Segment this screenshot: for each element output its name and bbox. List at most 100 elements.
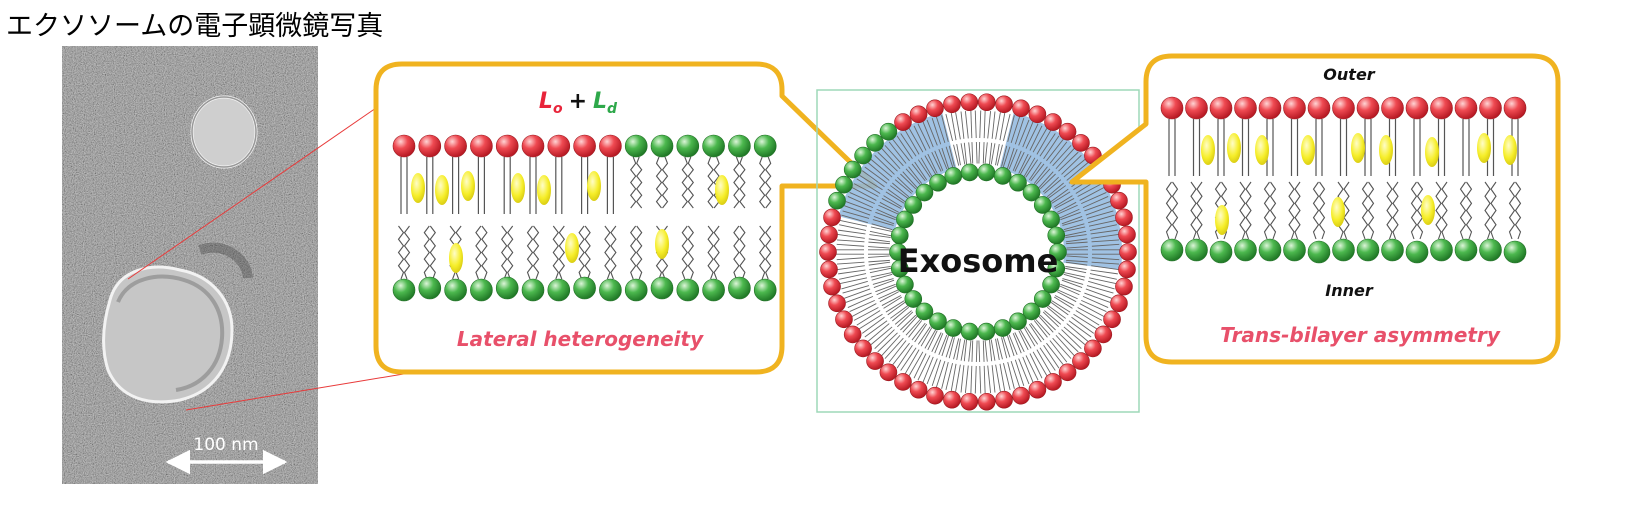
lipid-tail [913, 125, 927, 151]
green-lipid-head [1405, 240, 1429, 264]
red-lipid-head [1012, 386, 1030, 405]
green-lipid-head [828, 191, 846, 210]
lipid-tail [733, 225, 740, 280]
lateral-caption: Lateral heterogeneity [457, 327, 704, 351]
cholesterol [511, 173, 525, 203]
lipid-tail [950, 363, 957, 392]
lipid-tail [558, 225, 565, 280]
lipid-tail [917, 159, 931, 178]
cholesterol [1503, 135, 1517, 165]
lipid-tail [1057, 204, 1078, 215]
green-lipid-head [650, 134, 674, 158]
lipid-tail [1065, 266, 1087, 270]
lipid-tail [868, 241, 890, 245]
lipid-tail [911, 322, 926, 341]
red-lipid-head [1072, 134, 1090, 152]
lipid-tail [872, 278, 894, 285]
lipid-tail [1085, 205, 1112, 216]
lipid-tail [917, 123, 931, 149]
green-lipid-head [854, 146, 872, 165]
lipid-tail [948, 145, 955, 167]
lipid-tail [1091, 243, 1120, 247]
lipid-tail [868, 238, 891, 243]
ld-label: L [593, 89, 607, 114]
green-lipid-head [547, 278, 571, 302]
lipid-tail [1039, 314, 1056, 331]
lipid-tail [1018, 119, 1030, 146]
green-lipid-head [960, 322, 979, 341]
red-lipid-head [926, 99, 944, 118]
lipid-tail [1043, 135, 1060, 159]
lipid-tail [938, 149, 948, 170]
lipid-tail [1007, 147, 1015, 169]
lipid-tail [974, 365, 977, 394]
lipid-tail [1032, 128, 1048, 153]
lipid-tail [1054, 198, 1075, 209]
green-lipid-head [1033, 290, 1052, 308]
red-lipid-head [977, 93, 996, 112]
lipid-tail [885, 300, 905, 313]
lipid-tail [1022, 356, 1034, 383]
lipid-tail [875, 211, 896, 221]
green-lipid-head [1042, 275, 1060, 294]
lipid-tail [1049, 340, 1068, 363]
lipid-tail [1058, 332, 1079, 353]
lipid-tail [931, 332, 942, 353]
green-lipid-head [843, 160, 862, 179]
lo-label: L [539, 89, 553, 114]
cholesterol [1215, 205, 1229, 235]
lipid-tail [1063, 273, 1085, 281]
lipid-tail [935, 116, 946, 144]
lipid-tail [1263, 181, 1271, 240]
lipid-tail [905, 318, 921, 336]
lipid-tail [839, 219, 868, 227]
red-lipid-head [495, 134, 519, 158]
lipid-tail [908, 128, 924, 153]
lipid-tail [1008, 149, 1018, 170]
lipid-tail [1043, 345, 1060, 369]
lipid-tail [1025, 355, 1039, 381]
lipid-tail [1033, 320, 1048, 338]
green-lipid-head [960, 163, 979, 182]
lipid-tail [964, 110, 969, 139]
lipid-tail [765, 156, 772, 209]
lipid-tail [1459, 181, 1467, 240]
lipid-tail [1048, 305, 1066, 319]
lipid-tail [956, 143, 961, 166]
green-lipid-head [624, 134, 648, 158]
lipid-tail [877, 151, 898, 172]
transbilayer-caption: Trans-bilayer asymmetry [1220, 323, 1501, 347]
lipid-tail [864, 320, 888, 338]
lipid-tail [630, 156, 637, 209]
lipid-tail [636, 225, 643, 280]
lipid-tail [922, 121, 934, 148]
red-lipid-head [1103, 310, 1121, 329]
lipid-tail [501, 225, 508, 280]
lipid-tail [1007, 361, 1015, 389]
cholesterol [1425, 137, 1439, 167]
red-lipid-head [1209, 96, 1233, 120]
lipid-tail [987, 110, 992, 139]
red-lipid-head [909, 105, 928, 124]
green-lipid-head [753, 278, 777, 302]
red-lipid-head [1119, 243, 1137, 261]
lipid-tail [876, 285, 897, 296]
lipid-tail [837, 265, 865, 270]
lipid-tail [970, 110, 973, 139]
lipid-tail [1091, 257, 1120, 261]
green-lipid-head [753, 134, 777, 158]
lipid-tail [881, 148, 901, 170]
lipid-tail [1088, 219, 1117, 227]
lipid-tail [963, 142, 968, 165]
cholesterol [715, 175, 729, 205]
lipid-tail [887, 301, 906, 316]
lipid-tail [996, 338, 1003, 360]
lipid-tail [971, 142, 974, 164]
green-lipid-head [1479, 238, 1502, 262]
lipid-tail [876, 208, 897, 219]
lipid-tail [836, 239, 865, 243]
lipid-tail [920, 327, 933, 347]
green-lipid-head [1160, 238, 1184, 262]
lipid-tail [955, 112, 961, 140]
lipid-tail [1392, 181, 1399, 240]
